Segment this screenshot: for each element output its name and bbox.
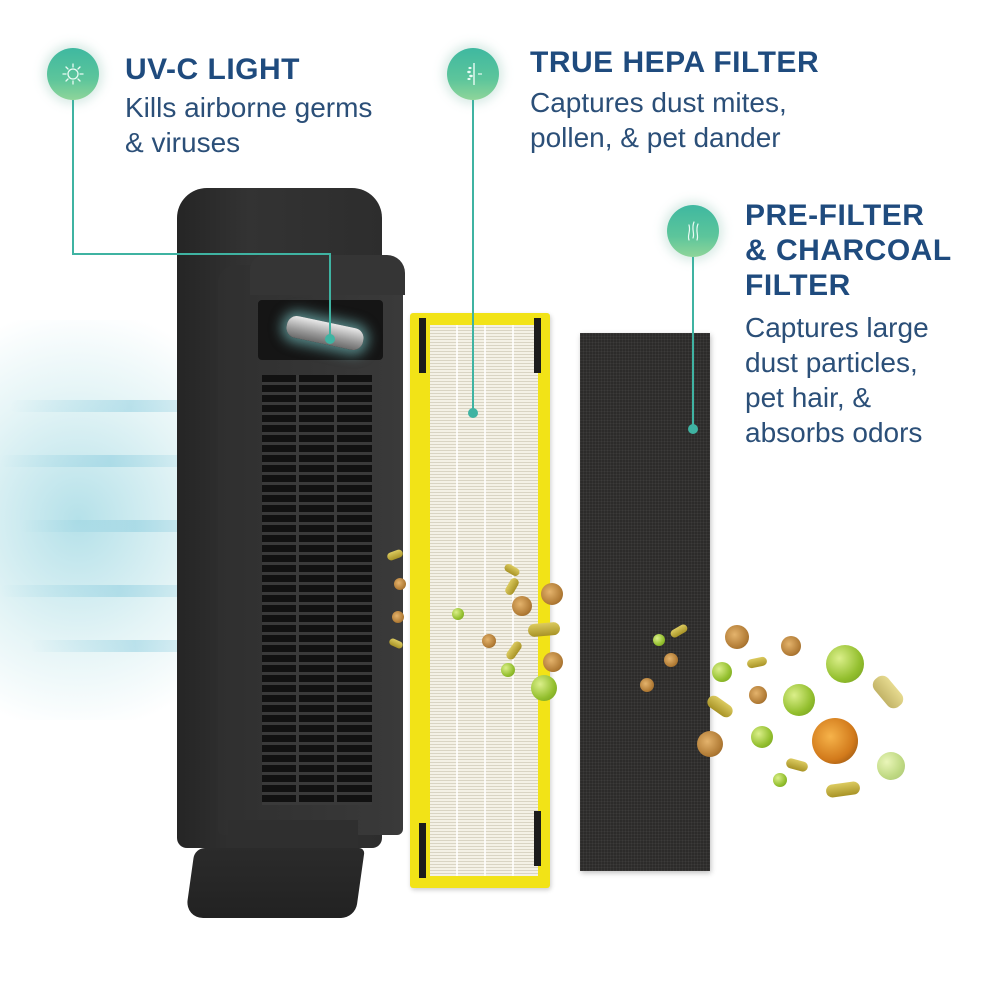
filter-clip [419,823,426,878]
dust-particle [781,636,801,656]
pollen-particle [501,663,515,677]
hepa-badge [447,48,499,100]
pollen-particle [877,752,905,780]
uv-c-description: Kills airborne germs & viruses [125,92,373,158]
dust-particle [394,578,406,590]
uv-c-leader-line [72,100,74,255]
dust-particle [725,625,749,649]
pre-filter-title: PRE-FILTER & CHARCOAL FILTER [745,199,952,302]
pollen-particle [452,608,464,620]
dust-mite-particle [812,718,858,764]
dust-particle [640,678,654,692]
uv-c-leader-dot [325,334,335,344]
pre-filter-leader-dot [688,424,698,434]
pollen-particle [783,684,815,716]
purifier-stand-base [185,848,365,918]
sun-sparkle-icon [62,63,84,85]
air-strands-icon [687,221,699,241]
purifier-top-cap [250,255,405,295]
dust-particle [749,686,767,704]
pollen-particle [712,662,732,682]
pre-filter-description: Captures large dust particles, pet hair,… [745,312,929,448]
hepa-leader-dot [468,408,478,418]
uv-c-title: UV-C LIGHT [125,53,300,86]
pollen-particle [826,645,864,683]
dust-particle [543,652,563,672]
dust-particle [697,731,723,757]
pollen-particle [653,634,665,646]
uv-c-leader-line [329,253,331,338]
pre-filter-leader-line [692,257,694,429]
uv-c-badge [47,48,99,100]
uv-c-leader-line [72,253,331,255]
plant-sprig-icon [467,63,482,85]
filter-clip [419,318,426,373]
dust-particle [664,653,678,667]
pollen-particle [531,675,557,701]
dust-particle [392,611,404,623]
filter-clip [534,811,541,866]
hepa-leader-line [472,100,474,412]
dust-particle [512,596,532,616]
pollen-particle [773,773,787,787]
pre-filter-badge [667,205,719,257]
dust-particle [482,634,496,648]
hepa-description: Captures dust mites, pollen, & pet dande… [530,87,787,153]
hepa-title: TRUE HEPA FILTER [530,46,820,79]
pollen-particle [751,726,773,748]
filter-clip [534,318,541,373]
dust-particle [541,583,563,605]
